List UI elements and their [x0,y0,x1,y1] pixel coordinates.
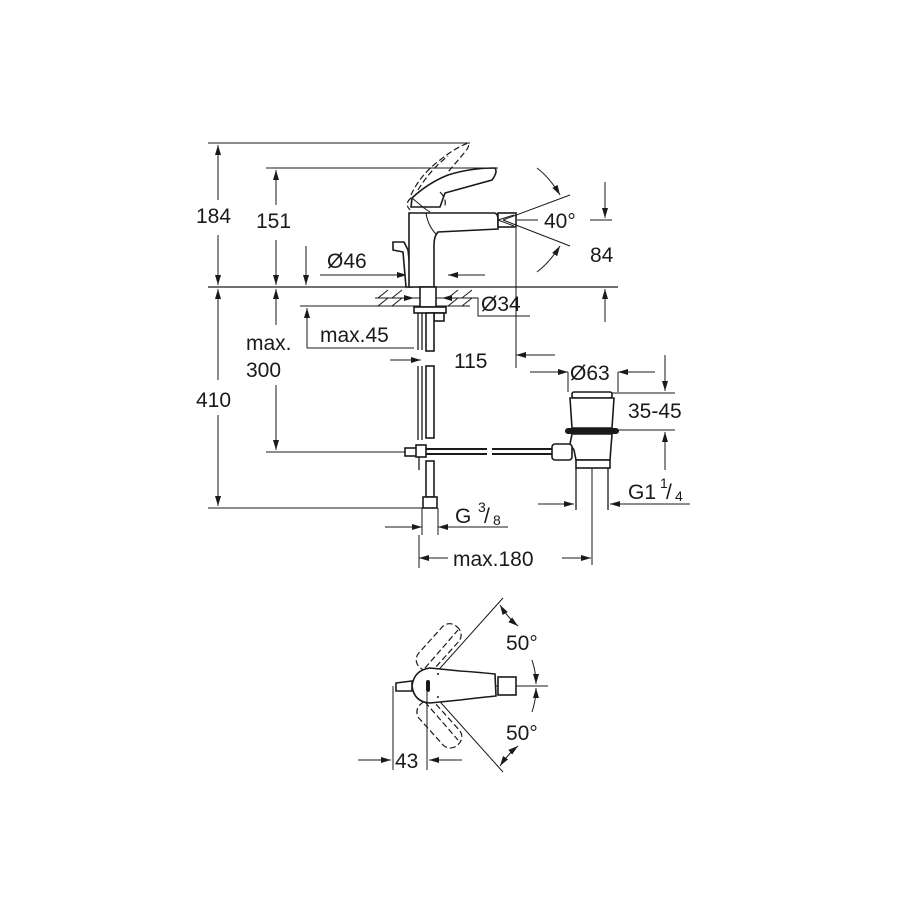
supply-hoses [404,286,552,509]
faucet-body [392,142,517,288]
waste-thread-label: G1 [628,481,656,504]
waste-diameter-label: Ø63 [570,362,610,385]
max-depth-label-2: 300 [246,359,281,382]
max-depth-label-1: max. [246,332,292,355]
lever-offset-label: 43 [395,750,418,773]
total-height-label: 184 [196,205,231,228]
waste-thread-numerator: 1 [660,475,668,491]
rotation-up-label: 50° [506,632,538,655]
spout-height-label: 151 [256,210,291,233]
base-diameter-label: Ø46 [327,250,367,273]
hole-diameter-label: Ø34 [481,293,521,316]
spout-outlet-height-label: 84 [590,244,614,267]
below-deck-label: 410 [196,389,231,412]
waste-thread-denominator: 4 [675,488,683,504]
pop-up-waste [551,391,619,565]
fraction-slash-2: / [484,505,490,528]
spout-angle-label: 40° [544,210,576,233]
side-view: 184 151 410 max. 300 max.45 Ø46 [196,142,690,571]
top-view: 50° 50° 43 [358,597,548,773]
supply-thread-numerator: 3 [478,499,486,515]
max-thickness-label: max.45 [320,324,389,347]
waste-range-label: 35-45 [628,400,682,423]
rotation-down-label: 50° [506,722,538,745]
projection-label: 115 [454,350,487,373]
max-distance-label: max.180 [453,548,534,571]
supply-thread-label: G [455,505,471,528]
supply-thread-denominator: 8 [493,512,501,528]
fraction-slash: / [666,481,672,504]
lever-top [411,667,497,704]
